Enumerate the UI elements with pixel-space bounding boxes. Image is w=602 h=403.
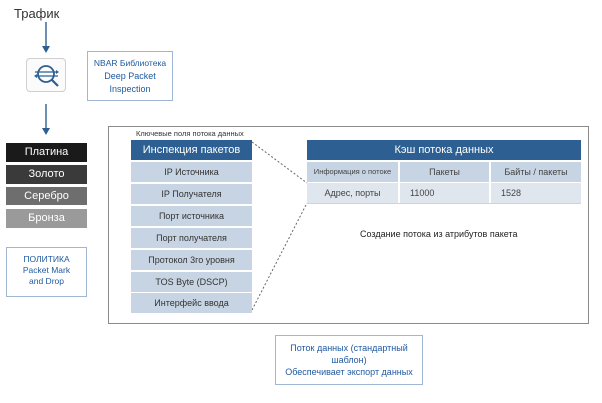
policy-title: ПОЛИТИКА [23, 254, 70, 264]
nbar-arrowhead [42, 128, 50, 135]
cache-divider [307, 203, 581, 204]
cache-column-header: Байты / пакеты [491, 162, 581, 182]
tier-platinum: Платина [6, 143, 87, 162]
cache-cell: 1528 [491, 183, 581, 203]
tier-bronze: Бронза [6, 209, 87, 228]
nbar-line1: Deep Packet [104, 71, 156, 81]
traffic-arrowhead [42, 46, 50, 53]
nbar-line2: Inspection [109, 84, 151, 94]
flow-frame [108, 126, 589, 324]
dotted-connector-bottom [251, 202, 308, 311]
tier-silver: Серебро [6, 187, 87, 206]
export-line1: Поток данных (стандартный [290, 343, 408, 353]
policy-box: ПОЛИТИКА Packet Mark and Drop [6, 247, 87, 297]
cache-column-header: Информация о потоке [307, 162, 398, 182]
flow-caption: Создание потока из атрибутов пакета [360, 229, 518, 239]
cache-cell: 11000 [400, 183, 489, 203]
nbar-title: NBAR Библиотека [93, 58, 167, 68]
traffic-label: Трафик [14, 6, 60, 21]
inspection-item: Порт источника [131, 206, 252, 226]
export-line2: шаблон) [331, 355, 367, 365]
cache-cell: Адрес, порты [307, 183, 398, 203]
key-fields-label: Ключевые поля потока данных [136, 129, 244, 138]
export-box: Поток данных (стандартный шаблон) Обеспе… [275, 335, 423, 385]
tier-divider [6, 205, 87, 206]
magnifier-icon [26, 58, 66, 92]
tier-gold: Золото [6, 165, 87, 184]
inspection-item: Интерфейс ввода [131, 293, 252, 313]
policy-line2: and Drop [29, 276, 64, 286]
export-line3: Обеспечивает экспорт данных [285, 367, 413, 377]
inspection-item: IP Получателя [131, 184, 252, 204]
inspection-item: Протокол 3го уровня [131, 250, 252, 270]
inspection-item: TOS Byte (DSCP) [131, 272, 252, 292]
policy-line1: Packet Mark [22, 265, 71, 275]
inspection-item: Порт получателя [131, 228, 252, 248]
cache-header: Кэш потока данных [307, 140, 581, 160]
inspection-item: IP Источника [131, 162, 252, 182]
cache-column-header: Пакеты [400, 162, 489, 182]
inspection-header: Инспекция пакетов [131, 140, 252, 160]
nbar-library-box: NBAR Библиотека Deep Packet Inspection [87, 51, 173, 101]
dotted-connector-top [251, 141, 308, 184]
